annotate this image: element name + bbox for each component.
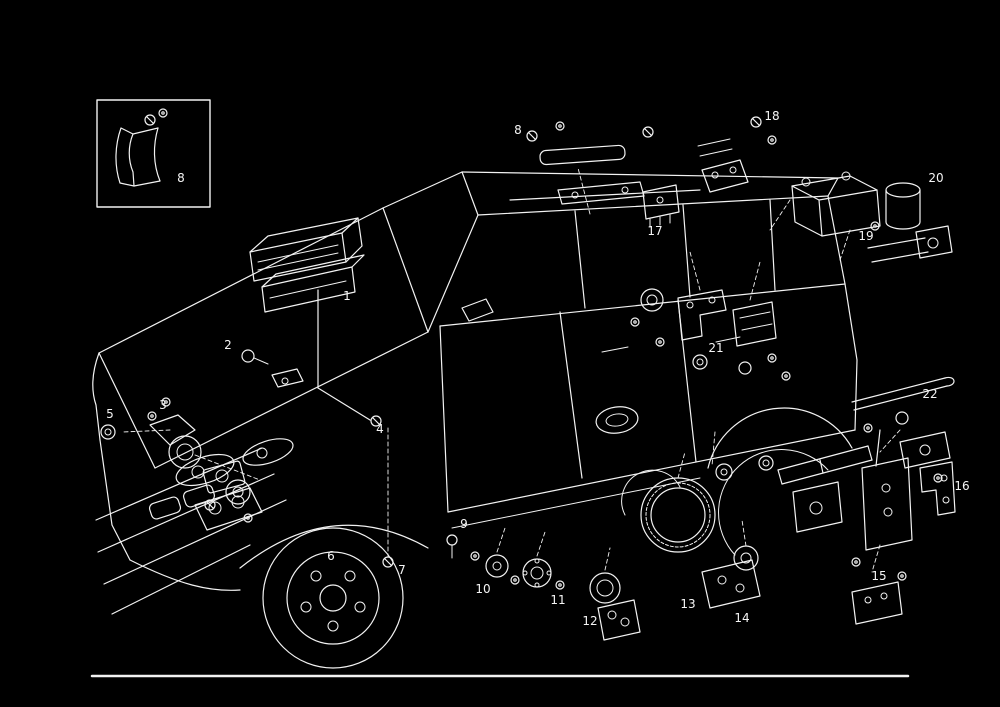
seat-rail-parts: [758, 429, 913, 625]
callout-label[interactable]: 13: [680, 597, 695, 611]
callout-label[interactable]: 8: [514, 123, 522, 137]
right-side-bracket-parts: [851, 376, 956, 516]
callout-label[interactable]: 10: [475, 582, 490, 596]
callout-label[interactable]: 16: [954, 479, 969, 493]
front-wheel: [262, 527, 404, 669]
callout-label[interactable]: 20: [928, 171, 943, 185]
inset-part-number[interactable]: 8: [177, 171, 185, 185]
battery-and-relay-parts: [642, 116, 953, 263]
underbody-fastener-parts: [382, 427, 641, 641]
callout-label[interactable]: 1: [343, 289, 351, 303]
callout-label[interactable]: 17: [647, 224, 662, 238]
callout-label[interactable]: 22: [922, 387, 937, 401]
callout-label[interactable]: 11: [550, 593, 565, 607]
callout-label[interactable]: 14: [734, 611, 749, 625]
callout-label[interactable]: 2: [224, 338, 232, 352]
callout-label[interactable]: 3: [159, 398, 167, 412]
callout-label[interactable]: 19: [858, 229, 873, 243]
inset-detail-box: [96, 99, 211, 208]
rear-axle-parts: [621, 431, 761, 609]
callout-label[interactable]: 15: [871, 569, 886, 583]
roof-trim-parts: [526, 121, 654, 215]
callout-label[interactable]: 9: [460, 517, 468, 531]
callout-label[interactable]: 6: [327, 549, 335, 563]
callout-labels: 8 1 2 3 4 5 6 7 8 9 10 11 12 13 14 15 16…: [106, 109, 969, 628]
callout-label[interactable]: 18: [764, 109, 779, 123]
control-module-parts: [241, 217, 382, 427]
front-accessory-parts: [100, 397, 263, 531]
callout-label[interactable]: 12: [582, 614, 597, 628]
callout-label[interactable]: 7: [398, 563, 406, 577]
callout-label[interactable]: 5: [106, 407, 114, 421]
center-sensor-parts: [630, 251, 791, 381]
callout-label[interactable]: 21: [708, 341, 723, 355]
car-body-outline: [92, 171, 858, 615]
callout-label[interactable]: 4: [376, 422, 384, 436]
